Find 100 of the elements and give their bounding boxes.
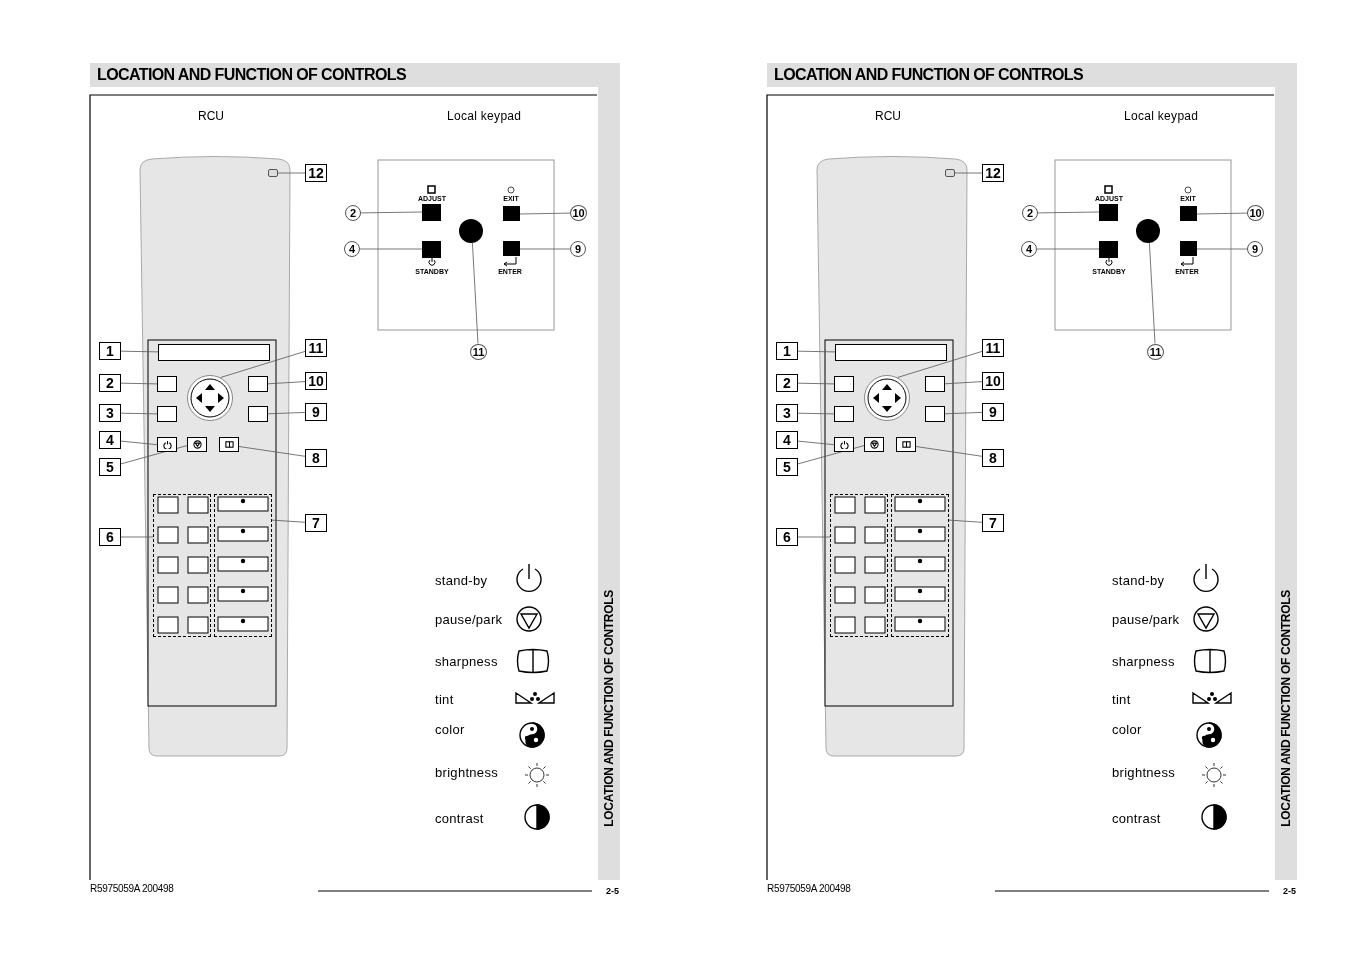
keypad-button: [422, 241, 441, 258]
callout-number: 9: [305, 403, 327, 421]
remote-button: [157, 406, 177, 422]
legend-text: stand-by: [1112, 573, 1165, 588]
callout-number: 5: [776, 458, 798, 476]
heading: Local keypad: [1124, 109, 1199, 123]
legend-text: contrast: [435, 811, 484, 826]
callout-number: 3: [99, 404, 121, 422]
legend-text: color: [1112, 722, 1142, 737]
heading: Local keypad: [447, 109, 522, 123]
leader-line: [271, 519, 306, 523]
callout-number: 2: [99, 374, 121, 392]
leader-line: [472, 242, 479, 344]
keypad-button: [1180, 206, 1197, 221]
leader-line: [915, 446, 983, 457]
callout-number: 10: [982, 372, 1004, 390]
remote-button: [925, 406, 945, 422]
button-group: [891, 494, 949, 637]
leader-line: [797, 445, 865, 465]
remote-button: [248, 406, 268, 422]
side-title: LOCATION AND FUNCTION OF CONTROLS: [602, 590, 616, 827]
leader-line: [1036, 248, 1100, 250]
callout-number: 9: [982, 403, 1004, 421]
page-title: LOCATION AND FUNCTION OF CONTROLS: [97, 66, 407, 84]
keypad-button: [1099, 241, 1118, 258]
button-group: [214, 494, 272, 637]
callout-number: 4: [1021, 241, 1037, 257]
remote-button: [219, 437, 239, 452]
callout-number: 7: [305, 514, 327, 532]
callout-number: 1: [776, 342, 798, 360]
callout-number: 3: [776, 404, 798, 422]
leader-line: [277, 172, 306, 174]
callout-number: 11: [982, 339, 1004, 357]
leader-line: [897, 351, 983, 378]
leader-line: [797, 440, 835, 446]
legend-text: contrast: [1112, 811, 1161, 826]
leader-line: [1196, 212, 1248, 215]
callout-number: 12: [305, 164, 327, 182]
keypad-button: [1180, 241, 1197, 256]
page-number: 2-5: [606, 886, 619, 896]
sensor-window: [268, 169, 278, 177]
remote-button: [864, 437, 884, 452]
legend-text: sharpness: [1112, 654, 1175, 669]
button-group: [153, 494, 211, 637]
keypad-button: [422, 204, 441, 221]
remote-button: [925, 376, 945, 392]
page-number: 2-5: [1283, 886, 1296, 896]
sensor-window: [945, 169, 955, 177]
leader-line: [1037, 211, 1100, 214]
leader-line: [238, 446, 306, 457]
keypad-button: [1099, 204, 1118, 221]
legend-text: sharpness: [435, 654, 498, 669]
legend-text: tint: [435, 692, 454, 707]
remote-button: [834, 376, 854, 392]
legend-text: pause/park: [435, 612, 503, 627]
callout-number: 1: [99, 342, 121, 360]
legend-text: stand-by: [435, 573, 488, 588]
leader-line: [120, 382, 158, 385]
callout-number: 4: [776, 431, 798, 449]
leader-line: [797, 412, 835, 415]
footer-text: R5975059A 200498: [767, 883, 851, 894]
leader-line: [797, 350, 836, 353]
callout-number: 7: [982, 514, 1004, 532]
remote-button: [248, 376, 268, 392]
remote-button: [187, 437, 207, 452]
keypad-button: [503, 241, 520, 256]
legend-text: brightness: [1112, 765, 1175, 780]
leader-line: [120, 536, 154, 538]
leader-line: [1149, 242, 1156, 344]
callout-number: 2: [345, 205, 361, 221]
legend-text: color: [435, 722, 465, 737]
callout-number: 10: [1247, 205, 1264, 221]
remote-button: [834, 406, 854, 422]
leader-line: [519, 248, 571, 250]
leader-line: [120, 350, 159, 353]
heading: RCU: [875, 109, 901, 123]
callout-number: 11: [470, 344, 487, 360]
leader-line: [944, 412, 983, 415]
leader-line: [267, 381, 306, 385]
callout-number: 11: [1147, 344, 1164, 360]
remote-button: [834, 437, 854, 452]
leader-line: [797, 382, 835, 385]
callout-number: 2: [776, 374, 798, 392]
display-window: [158, 344, 270, 361]
callout-number: 4: [344, 241, 360, 257]
keypad-button: [503, 206, 520, 221]
page-title: LOCATION AND FUNCTION OF CONTROLS: [774, 66, 1084, 84]
side-title: LOCATION AND FUNCTION OF CONTROLS: [1279, 590, 1293, 827]
footer-text: R5975059A 200498: [90, 883, 174, 894]
remote-button: [157, 376, 177, 392]
callout-number: 10: [570, 205, 587, 221]
legend-text: pause/park: [1112, 612, 1180, 627]
callout-number: 10: [305, 372, 327, 390]
callout-number: 2: [1022, 205, 1038, 221]
leader-line: [120, 440, 158, 446]
leader-line: [360, 211, 423, 214]
callout-number: 5: [99, 458, 121, 476]
leader-line: [944, 381, 983, 385]
callout-number: 9: [1247, 241, 1263, 257]
leader-line: [359, 248, 423, 250]
